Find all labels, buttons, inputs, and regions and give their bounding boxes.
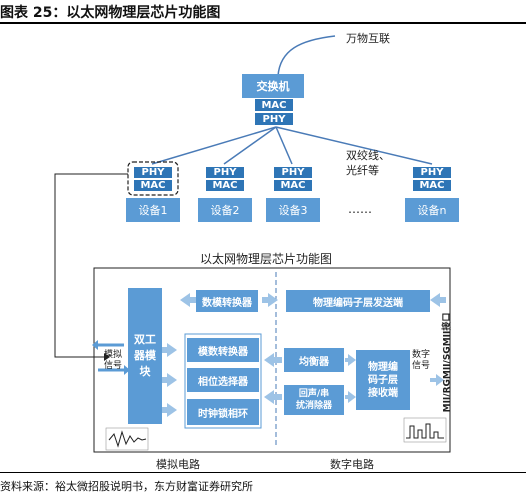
device2-phy-tag: PHY (205, 166, 245, 179)
cable-label: 双绞线、 光纤等 (346, 149, 390, 177)
interface-label: MII/RGMII/SGMII接口 (442, 312, 453, 413)
device3-phy-tag: PHY (273, 166, 313, 179)
analog-signal-label: 模拟 信号 (104, 350, 123, 371)
devicen-mac-tag: MAC (412, 179, 452, 192)
figure-title: 图表 25：以太网物理层芯片功能图 (0, 5, 221, 21)
pcs-rx-box: 物理编 码子层 接收端 (356, 350, 410, 410)
device1-mac-tag: MAC (133, 179, 173, 192)
switch-mac-tag: MAC (254, 98, 294, 112)
device3-mac-tag: MAC (273, 179, 313, 192)
analog-circuit-label: 模拟电路 (156, 458, 200, 471)
equalizer-box: 均衡器 (284, 348, 344, 372)
device-1: 设备1 (126, 198, 180, 222)
title-rule (0, 22, 526, 24)
ellipsis: …… (348, 202, 372, 216)
device2-mac-tag: MAC (205, 179, 245, 192)
footer-rule (0, 472, 526, 473)
echo-canceller-box: 回声/串 扰消除器 (284, 385, 344, 415)
phase-selector-box: 相位选择器 (187, 368, 259, 392)
switch-box: 交换机 (242, 74, 304, 98)
internet-label: 万物互联 (346, 32, 390, 45)
device-3: 设备3 (266, 198, 320, 222)
digital-circuit-label: 数字电路 (330, 458, 374, 471)
device-n: 设备n (405, 198, 459, 222)
digital-signal-label: 数字 信号 (412, 350, 431, 371)
pcs-tx-box: 物理编码子层发送端 (286, 290, 430, 312)
device1-phy-tag: PHY (133, 166, 173, 179)
adc-box: 模数转换器 (187, 338, 259, 362)
chip-title: 以太网物理层芯片功能图 (200, 252, 333, 266)
source-note: 资料来源：裕太微招股说明书，东方财富证券研究所 (0, 480, 253, 493)
switch-phy-tag: PHY (254, 112, 294, 126)
duplexer-module: 双工 器模 块 (128, 288, 162, 424)
dac-box: 数模转换器 (196, 290, 258, 312)
pll-box: 时钟锁相环 (187, 399, 259, 425)
devicen-phy-tag: PHY (412, 166, 452, 179)
device-2: 设备2 (198, 198, 252, 222)
